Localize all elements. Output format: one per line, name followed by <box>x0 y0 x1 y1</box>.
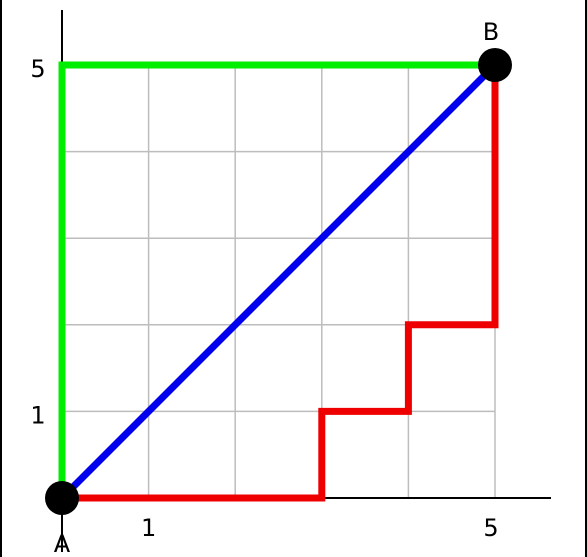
point-a <box>45 481 79 515</box>
y-tick-label-5: 5 <box>30 55 45 83</box>
x-tick-label-5: 5 <box>483 514 498 542</box>
path-green <box>58 61 499 502</box>
point-label-a: A <box>54 530 71 557</box>
points <box>45 48 512 515</box>
x-tick-label-1: 1 <box>141 514 156 542</box>
paths <box>57 60 500 503</box>
point-b <box>478 48 512 82</box>
path-red <box>58 61 499 502</box>
path-blue <box>57 60 500 503</box>
y-tick-label-1: 1 <box>30 401 45 429</box>
axes <box>61 10 551 552</box>
point-label-b: B <box>483 18 499 46</box>
labels: 1 5 1 5 A B <box>30 18 499 557</box>
